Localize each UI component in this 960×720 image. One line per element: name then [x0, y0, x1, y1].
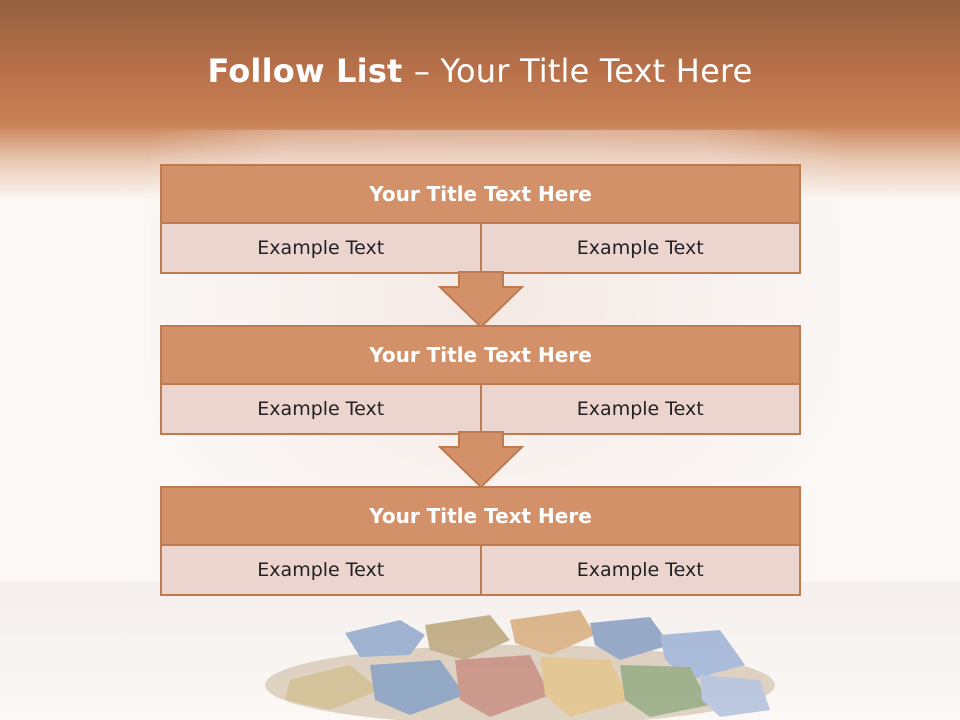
step-cell-left: Example Text: [257, 559, 385, 581]
step-box-3: Your Title Text Here Example Text Exampl…: [160, 486, 801, 596]
step-box-2: Your Title Text Here Example Text Exampl…: [160, 325, 801, 435]
slide-title-bold: Follow List: [207, 52, 414, 90]
step-title: Your Title Text Here: [162, 166, 799, 224]
puzzle-pieces-image: [265, 610, 775, 720]
step-cell-left: Example Text: [257, 398, 385, 420]
step-row: Example Text Example Text: [162, 385, 799, 433]
step-box-1: Your Title Text Here Example Text Exampl…: [160, 164, 801, 274]
down-arrow-icon: [438, 271, 524, 329]
slide-title-rest: – Your Title Text Here: [413, 52, 753, 90]
slide-title: Follow List – Your Title Text Here: [0, 52, 960, 90]
step-title: Your Title Text Here: [162, 488, 799, 546]
step-cell-right: Example Text: [479, 546, 800, 594]
step-cell-right: Example Text: [479, 224, 800, 272]
step-title: Your Title Text Here: [162, 327, 799, 385]
down-arrow-icon: [438, 431, 524, 489]
step-row: Example Text Example Text: [162, 224, 799, 272]
step-row: Example Text Example Text: [162, 546, 799, 594]
step-cell-right: Example Text: [479, 385, 800, 433]
step-cell-left: Example Text: [257, 237, 385, 259]
